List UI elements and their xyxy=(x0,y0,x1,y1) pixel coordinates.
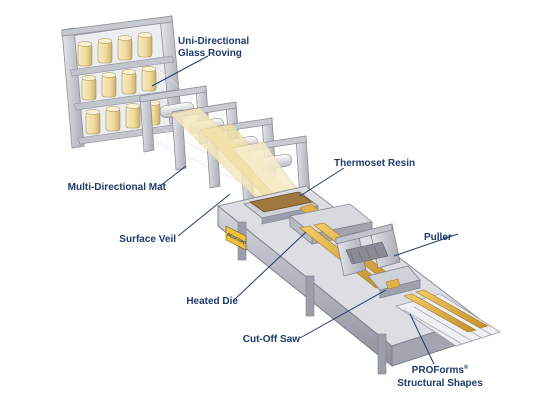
label-shapes-name: PROForms xyxy=(412,365,465,376)
spool xyxy=(121,69,137,95)
leader-lines xyxy=(151,55,459,365)
label-veil: Surface Veil xyxy=(119,234,176,245)
label-shapes-line2: Structural Shapes xyxy=(397,378,483,389)
label-resin: Thermoset Resin xyxy=(334,158,415,169)
label-die: Heated Die xyxy=(186,296,238,307)
spool xyxy=(137,32,153,58)
resin-bath xyxy=(243,191,319,225)
spool xyxy=(97,38,113,64)
callout-labels: Uni-Directional Glass Roving Multi-Direc… xyxy=(68,36,484,389)
glass-roving-spools xyxy=(77,32,161,135)
spool xyxy=(77,41,93,67)
fiberglass-sheets xyxy=(169,107,305,213)
spool xyxy=(141,66,157,92)
structural-shapes-rack xyxy=(395,289,501,347)
cut-off-saw xyxy=(367,265,421,299)
spool xyxy=(101,72,117,98)
label-roving-line2: Glass Roving xyxy=(178,48,242,59)
label-puller: Puller xyxy=(424,232,452,243)
machine-logo-plate: BEDFORD xyxy=(225,225,247,251)
label-shapes-line1: PROForms® xyxy=(412,364,469,376)
label-mat: Multi-Directional Mat xyxy=(68,182,167,193)
registered-mark: ® xyxy=(464,364,469,371)
spool xyxy=(81,75,97,101)
puller xyxy=(335,223,401,277)
label-roving-line1: Uni-Directional xyxy=(178,36,249,47)
spool xyxy=(117,35,133,61)
spool xyxy=(125,103,141,129)
spool xyxy=(85,109,101,135)
label-saw: Cut-Off Saw xyxy=(243,334,300,345)
spool xyxy=(105,106,121,132)
